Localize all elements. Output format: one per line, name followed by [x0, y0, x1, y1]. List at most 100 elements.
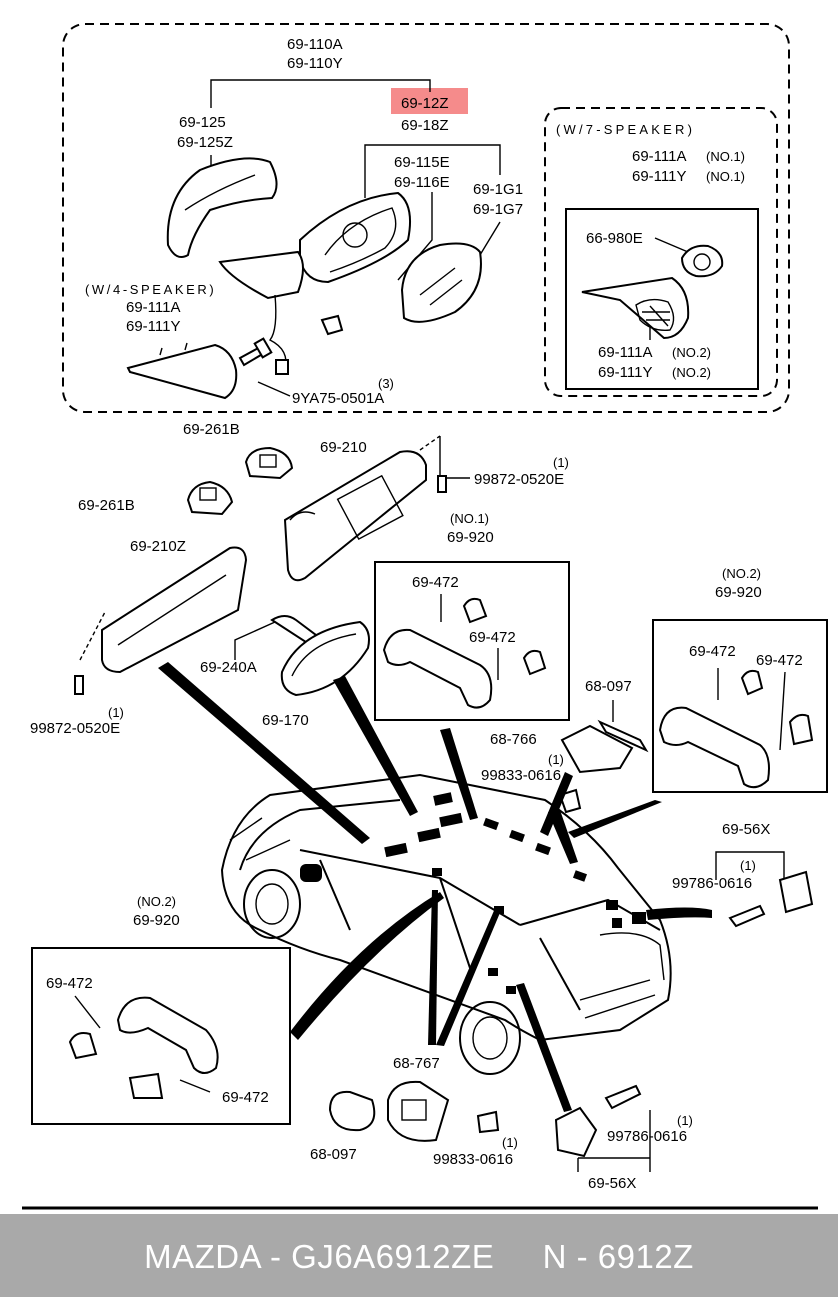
assist-grip-no2-left-box: [31, 947, 291, 1125]
mirror-cover-69-125: [166, 157, 278, 258]
label-69-125Z: 69-125Z: [177, 134, 233, 151]
band-grip-no2-right: [568, 800, 662, 838]
label-69-261B-b: 69-261B: [78, 497, 135, 514]
speaker7-inner-box: [565, 208, 759, 390]
visor-z-inner: [117, 574, 227, 646]
visor-clip-69-261B-lower: [186, 480, 234, 516]
label-69-261B-a: 69-261B: [183, 421, 240, 438]
label-69-116E: 69-116E: [394, 174, 450, 191]
label-69-111A: 69-111A: [126, 299, 181, 316]
visor-screw-leader-a: [439, 436, 470, 479]
speaker7-grille: [635, 298, 675, 331]
mirror-group-frame: [62, 23, 790, 413]
map-lamp-lens: [401, 1099, 427, 1121]
label-69-170: 69-170: [262, 712, 309, 729]
visor-clip-69-261B-upper: [244, 446, 294, 480]
label-qty-1-b: (1): [108, 705, 124, 720]
label-69-111Y: 69-111Y: [126, 318, 181, 335]
label-no1-c: (NO.1): [450, 511, 489, 526]
label-qty-1-d: (1): [740, 858, 756, 873]
part-number-caption: MAZDA - GJ6A6912ZE N - 6912Z: [144, 1238, 694, 1275]
label-99872-0520E-a: 99872-0520E: [474, 471, 564, 488]
label-69-12Z: 69-12Z: [401, 95, 449, 112]
label-no1-b: (NO.1): [706, 169, 745, 184]
band-mirror: [333, 676, 418, 816]
vehicle-outline: [220, 773, 672, 1075]
parts-diagram: 69-110A 69-110Y 69-12Z 69-18Z 69-125 69-…: [22, 23, 828, 1210]
lamp-lens-68-097-b: [328, 1090, 376, 1132]
label-69-56X-a: 69-56X: [722, 821, 770, 838]
label-68-766: 68-766: [490, 731, 537, 748]
hanger-69-56X-b: [554, 1106, 598, 1158]
grip-cap-no2-left-b: [128, 1072, 164, 1099]
footer-bar: MAZDA - GJ6A6912ZE N - 6912Z: [0, 1214, 838, 1297]
leader-69-240A: [234, 621, 276, 660]
label-69-472-b: 69-472: [469, 629, 516, 646]
mirror-wire: [268, 294, 287, 371]
lamp-lens-68-097-a: [597, 719, 649, 753]
band-56X-bottom: [516, 983, 572, 1112]
visor-dashed-axis: [419, 435, 441, 451]
band-68-767-b: [436, 906, 502, 1046]
label-no2-d: (NO.2): [137, 894, 176, 909]
screw-99872-b: [74, 675, 84, 695]
label-69-56X-b: 69-56X: [588, 1175, 636, 1192]
label-69-115E: 69-115E: [394, 154, 450, 171]
visor-vanity-mirror: [336, 474, 404, 540]
leader-69-115E: [364, 144, 501, 198]
leader-66-980E: [654, 237, 689, 253]
label-69-472-f: 69-472: [222, 1089, 269, 1106]
leader-grip-no2-left-b: [179, 1079, 211, 1093]
label-69-472-e: 69-472: [46, 975, 93, 992]
wire-connector: [275, 359, 289, 375]
speaker4-trim: [126, 343, 238, 400]
label-no1-a: (NO.1): [706, 149, 745, 164]
leader-grip-no2-left-a: [74, 995, 101, 1029]
label-no2-a: (NO.2): [672, 345, 711, 360]
assist-grip-no2-right: [658, 706, 770, 789]
mirror-glass-shine: [419, 267, 463, 306]
band-visor-z: [158, 662, 370, 844]
leader-69-110: [210, 79, 431, 108]
assist-grip-no2-right-box: [652, 619, 828, 793]
housing-clip: [320, 314, 344, 336]
grip-cap-no2-right-a: [740, 669, 764, 696]
label-9YA75-0501A: 9YA75-0501A: [292, 390, 384, 407]
label-69-18Z: 69-18Z: [401, 117, 449, 134]
visor-clip-upper-slot: [259, 454, 277, 468]
mirror-housing: [299, 191, 411, 284]
leader-9YA75: [257, 381, 291, 397]
label-69-1G1: 69-1G1: [473, 181, 523, 198]
band-68-767-a: [428, 890, 438, 1045]
mirror-housing-inner: [324, 207, 397, 273]
label-68-767: 68-767: [393, 1055, 440, 1072]
bolt-99786-b: [604, 1084, 642, 1110]
label-99786-0616-b: 99786-0616: [607, 1128, 687, 1145]
label-w4-speaker: (W/4-SPEAKER): [85, 282, 216, 297]
mirror-glass-69-1G1: [400, 242, 482, 323]
label-qty-3: (3): [378, 376, 394, 391]
grip-cap-no1-a: [462, 597, 488, 624]
speaker4-trim-clips: [159, 342, 188, 356]
grip-cap-no2-right-b: [788, 713, 814, 746]
label-69-110A: 69-110A: [287, 36, 343, 53]
label-69-240A: 69-240A: [200, 659, 257, 676]
speaker-66-980E: [680, 244, 724, 278]
screw-9YA75-head: [253, 337, 273, 359]
speaker-cone: [693, 253, 711, 271]
label-99833-0616-b: 99833-0616: [433, 1151, 513, 1168]
label-68-097-a: 68-097: [585, 678, 632, 695]
label-69-920-c: 69-920: [133, 912, 180, 929]
label-qty-1-e: (1): [502, 1135, 518, 1150]
label-69-110Y: 69-110Y: [287, 55, 343, 72]
label-qty-1-a: (1): [553, 455, 569, 470]
label-99872-0520E-b: 99872-0520E: [30, 720, 120, 737]
leader-grip-no2-right-b: [779, 671, 786, 751]
map-lamp-68-767: [387, 1080, 450, 1142]
grip-cap-no2-left-a: [68, 1032, 98, 1060]
speaker7-trim: [581, 276, 690, 340]
inside-mirror-rim: [291, 633, 357, 677]
bolt-99786-a: [728, 904, 766, 928]
label-69-111A-no2: 69-111A: [598, 344, 653, 361]
speaker7-grille-mesh: [642, 305, 670, 327]
